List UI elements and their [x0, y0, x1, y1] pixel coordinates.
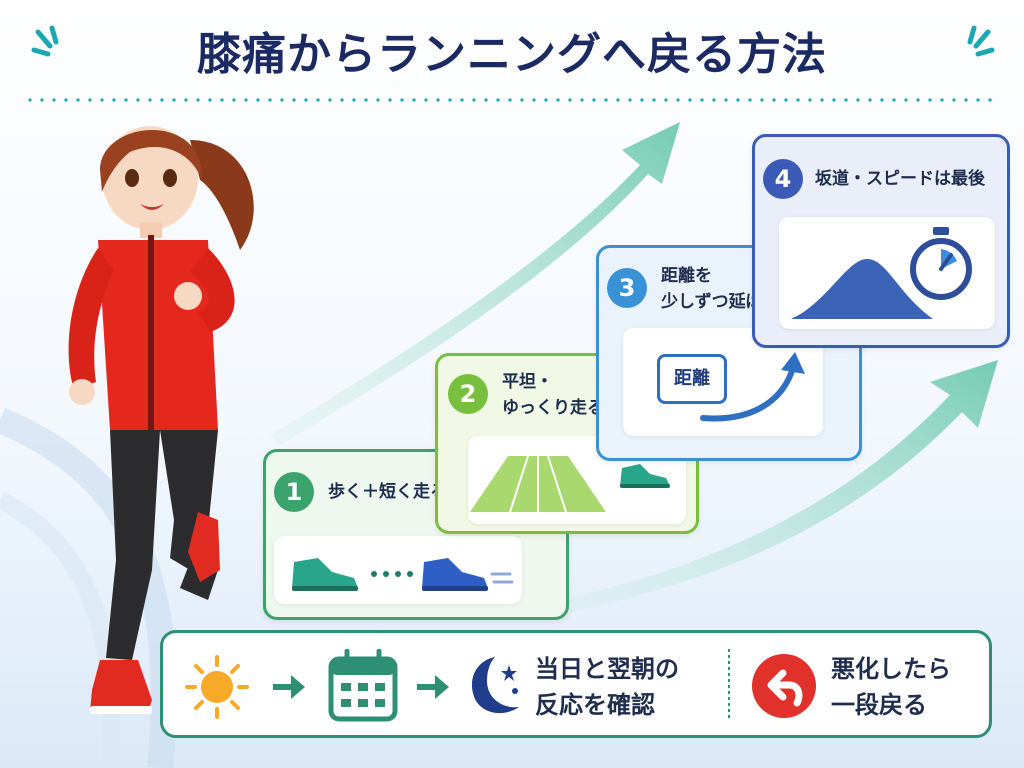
bottom-check-panel: 当日と翌朝の 反応を確認 悪化したら 一段戻る [160, 630, 992, 738]
hill-icon [791, 259, 933, 319]
page-title: 膝痛からランニングへ戻る方法 [197, 29, 827, 80]
burst-icon-right [967, 25, 995, 57]
panel-divider [728, 649, 730, 721]
calendar-icon [328, 649, 398, 722]
step-number: 4 [763, 159, 803, 199]
arrow-right-icon [273, 675, 305, 699]
lower-arrow-band [560, 360, 998, 612]
moon-icon [471, 657, 519, 714]
step-label-line2: ゆっくり走る [502, 398, 604, 418]
step-1-card: 1 歩く＋短く走る [263, 449, 569, 620]
step-label-line2: 少しずつ延ばす [661, 292, 780, 312]
step-label-line1: 平坦・ [502, 372, 553, 392]
arrow-right-icon [417, 675, 449, 699]
step-number: 3 [607, 268, 647, 308]
worse-text-line2: 一段戻る [831, 691, 927, 719]
shoe-icon [620, 464, 670, 488]
step-label: 歩く＋短く走る [328, 482, 447, 502]
stopwatch-icon [910, 227, 972, 300]
arrow-up-icon [700, 352, 805, 422]
check-text-line2: 反応を確認 [535, 691, 655, 719]
step-number: 1 [274, 472, 314, 512]
step-label-line1: 距離を [661, 266, 712, 286]
worse-text-line1: 悪化したら [831, 655, 951, 683]
step-label: 坂道・スピードは最後 [815, 169, 985, 189]
upper-arrow-band [270, 122, 680, 445]
distance-badge: 距離 [657, 354, 727, 404]
step-number: 2 [448, 374, 488, 414]
check-text-line1: 当日と翌朝の [535, 655, 679, 683]
running-shoe-icon [422, 558, 514, 591]
step-4-illustration [779, 217, 995, 329]
shoe-icon [292, 558, 358, 591]
step-2-illustration [468, 436, 686, 524]
sun-icon [185, 655, 249, 719]
undo-icon [752, 654, 816, 718]
title-divider [24, 98, 1000, 102]
step-4-card: 4 坂道・スピードは最後 [752, 134, 1010, 348]
step-1-illustration [274, 536, 522, 604]
dots-icon [371, 571, 413, 577]
track-icon [470, 455, 606, 513]
burst-icon-left [31, 25, 59, 57]
runner-illustration [68, 126, 254, 714]
